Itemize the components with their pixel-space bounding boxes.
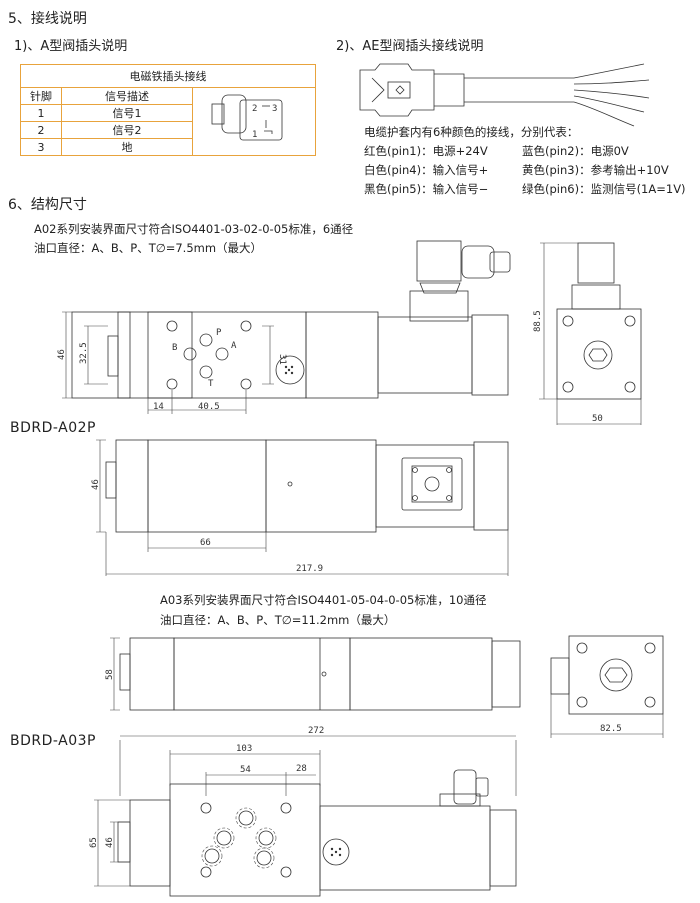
section5-title: 5、接线说明 — [8, 11, 87, 27]
plug-pin-1: 1 — [252, 130, 257, 140]
dim-88-5: 88.5 — [533, 310, 543, 332]
dim-46-a03: 46 — [105, 837, 115, 848]
wire-yellow: 黄色(pin3)：参考输出+10V — [522, 163, 669, 177]
wire-black: 黑色(pin5)：输入信号− — [364, 182, 489, 196]
plug-pin-3: 3 — [272, 104, 277, 114]
dim-54: 54 — [240, 765, 251, 775]
port-label-T: T — [208, 379, 214, 389]
dim-40-5: 40.5 — [198, 402, 220, 412]
a03-side-view: 58 — [105, 637, 521, 711]
a02-side-view: 46 66 217.9 — [91, 439, 509, 576]
a02-top-view: P A B T 46 32.5 31 14 40.5 — [57, 240, 511, 414]
port-label-B: B — [172, 343, 177, 353]
dim-217-9: 217.9 — [296, 564, 323, 574]
dim-103: 103 — [236, 744, 252, 754]
a03-top-view: 272 103 54 28 65 46 — [89, 726, 517, 897]
wire-green: 绿色(pin6)：监测信号(1A=1V) — [522, 182, 686, 196]
desc-cell: 地 — [61, 138, 193, 156]
a02-model-label: BDRD-A02P — [10, 420, 96, 436]
wire-white: 白色(pin4)：输入信号+ — [364, 163, 489, 177]
a03-model-label: BDRD-A03P — [10, 733, 96, 749]
ae-cable-connector-icon — [359, 63, 650, 127]
a-type-plug-heading: 1)、A型阀插头说明 — [14, 39, 128, 54]
a-plug-connector-icon: 2 3 1 — [211, 94, 283, 141]
wire-red: 红色(pin1)：电源+24V — [364, 144, 488, 158]
cable-intro: 电缆护套内有6种颜色的接线，分别代表： — [364, 125, 579, 139]
a02-end-view: 88.5 50 — [533, 242, 642, 425]
plug-pin-2: 2 — [252, 104, 257, 114]
dim-58: 58 — [105, 669, 115, 680]
a03-port-text: 油口直径：A、B、P、T∅=11.2mm（最大） — [160, 613, 396, 627]
ae-type-plug-heading: 2)、AE型阀插头接线说明 — [336, 39, 484, 54]
a03-standard-text: A03系列安装界面尺寸符合ISO4401-05-04-0-05标准，10通径 — [160, 593, 487, 607]
dim-272: 272 — [308, 726, 324, 736]
dim-31: 31 — [277, 354, 287, 365]
a02-port-text: 油口直径：A、B、P、T∅=7.5mm（最大） — [34, 241, 263, 255]
dim-46-side: 46 — [91, 479, 101, 490]
wire-blue: 蓝色(pin2)：电源0V — [522, 144, 629, 158]
dim-32-5: 32.5 — [79, 342, 89, 364]
plug-diagram-cell — [192, 87, 316, 156]
dim-82-5: 82.5 — [600, 724, 622, 734]
port-label-A: A — [231, 341, 237, 351]
dim-46-a02: 46 — [57, 349, 67, 360]
a02-standard-text: A02系列安装界面尺寸符合ISO4401-03-02-0-05标准，6通径 — [34, 222, 354, 236]
dim-14: 14 — [153, 402, 164, 412]
dim-66: 66 — [200, 538, 211, 548]
pin-table-title: 电磁铁插头接线 — [20, 64, 316, 88]
section6-title: 6、结构尺寸 — [8, 197, 87, 213]
dim-65: 65 — [89, 837, 99, 848]
dim-28: 28 — [296, 764, 307, 774]
dim-50: 50 — [592, 414, 603, 424]
a03-end-view: 82.5 — [550, 635, 664, 738]
port-label-P: P — [216, 328, 222, 338]
